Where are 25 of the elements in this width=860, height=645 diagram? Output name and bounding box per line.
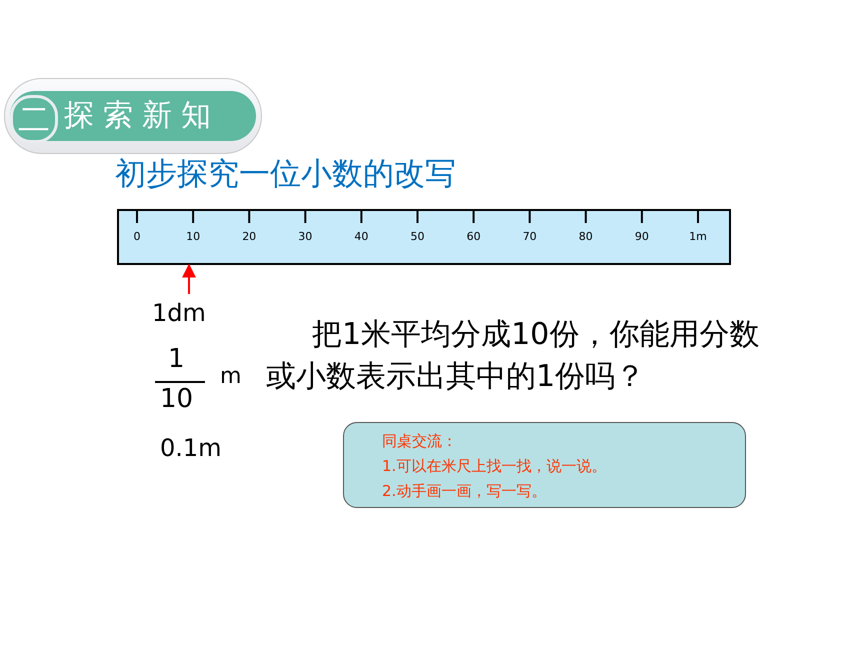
note-text: 1.可以在米尺上找一找，说一说。 <box>382 456 606 477</box>
note-text: 2.动手画一画，写一写。 <box>382 481 546 502</box>
note-text: 同桌交流： <box>382 431 457 452</box>
measure-text: 1dm <box>152 298 206 328</box>
fraction-denominator: 10 <box>160 384 194 414</box>
measure-text: 0.1m <box>160 433 222 463</box>
question-text: 把1米平均分成10份，你能用分数或小数表示出其中的1份吗？ <box>266 316 760 396</box>
tick-label: 10 <box>185 230 202 244</box>
tick-label: 40 <box>353 230 370 244</box>
ruler-bar <box>117 209 731 265</box>
fraction-numerator: 1 <box>168 344 185 374</box>
tick-label: 70 <box>522 230 538 244</box>
tick-label: 90 <box>634 230 650 244</box>
tick-label: 60 <box>466 230 482 244</box>
tick-label: 80 <box>578 230 594 244</box>
note-box <box>343 422 746 508</box>
unit-text: m <box>220 364 242 390</box>
tick-label: 30 <box>297 230 314 244</box>
tick-label: 1m <box>688 230 708 244</box>
tick-label: 0 <box>132 230 142 244</box>
tick-label: 50 <box>410 230 426 244</box>
tick-label: 20 <box>241 230 258 244</box>
section-heading: 探索新知 <box>64 97 220 135</box>
arrow <box>182 264 196 294</box>
subtitle: 初步探究一位小数的改写 <box>115 155 456 194</box>
